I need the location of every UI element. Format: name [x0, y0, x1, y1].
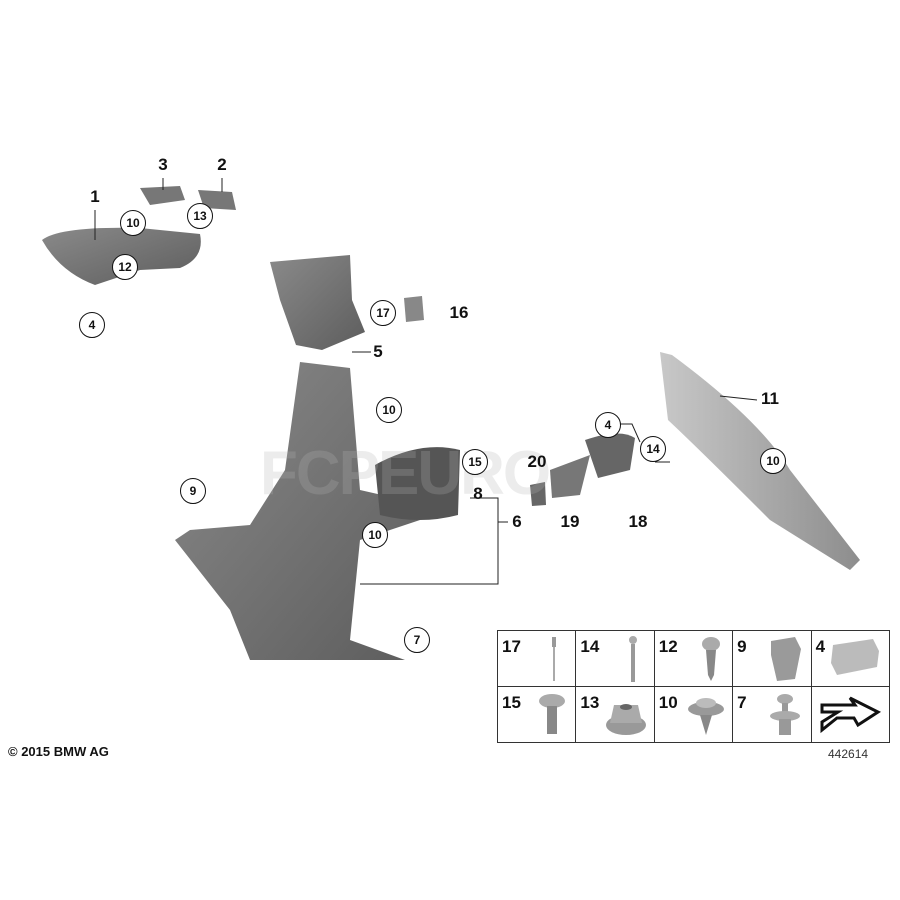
- callout-17: 17: [370, 300, 396, 326]
- label-part-6: 6: [512, 512, 522, 531]
- callout-10: 10: [362, 522, 388, 548]
- bolt-icon: [539, 694, 566, 734]
- callout-10: 10: [376, 397, 402, 423]
- legend-cell: 13: [575, 686, 655, 743]
- label-part-2: 2: [217, 155, 227, 174]
- nut-icon: [605, 704, 646, 735]
- callout-4: 4: [595, 412, 621, 438]
- callout-12: 12: [112, 254, 138, 280]
- screw-icon: [702, 637, 721, 681]
- fastener-legend: 17 14 12 9 4 15 13 10 7: [496, 630, 891, 743]
- legend-number: 17: [502, 637, 521, 656]
- callout-7: 7: [404, 627, 430, 653]
- label-part-3: 3: [158, 155, 168, 174]
- legend-cell: 17: [496, 630, 577, 687]
- legend-cell: 9: [732, 630, 812, 687]
- label-part-8: 8: [473, 484, 483, 503]
- part-5-pillar: [270, 255, 365, 350]
- legend-cell: 10: [653, 686, 734, 743]
- rivet-icon: [552, 637, 557, 681]
- legend-cell: 7: [732, 686, 812, 743]
- part-3-bracket: [140, 186, 185, 205]
- legend-number: 14: [580, 637, 600, 656]
- legend-cell: 14: [575, 630, 655, 687]
- legend-number: 9: [737, 637, 747, 656]
- label-part-5: 5: [373, 342, 383, 361]
- part-8-vent: [375, 447, 460, 520]
- label-part-1: 1: [90, 187, 100, 206]
- plug-icon: [831, 639, 879, 675]
- expansion-rivet-icon: [769, 694, 800, 735]
- screw-icon: [628, 636, 637, 682]
- callout-13: 13: [187, 203, 213, 229]
- legend-cell: 4: [810, 630, 891, 687]
- label-part-18: 18: [628, 512, 648, 531]
- watermark: FCPEURO: [260, 439, 551, 508]
- legend-number: 13: [580, 693, 600, 712]
- callout-4: 4: [79, 312, 105, 338]
- callout-10: 10: [760, 448, 786, 474]
- callout-9: 9: [180, 478, 206, 504]
- legend-number: 12: [658, 637, 678, 656]
- label-part-19: 19: [560, 512, 580, 531]
- callout-15: 15: [462, 449, 488, 475]
- reference-number: 442614: [828, 747, 869, 761]
- label-part-11: 11: [761, 389, 779, 408]
- push-clip-icon: [688, 698, 725, 735]
- label-part-20: 20: [527, 452, 547, 471]
- clip-icon: [770, 637, 801, 681]
- part-20-clip: [530, 482, 546, 506]
- callout-10: 10: [120, 210, 146, 236]
- part-16-sensor: [404, 296, 424, 322]
- part-19-bracket: [550, 455, 590, 498]
- legend-number: 4: [815, 637, 826, 656]
- legend-cell: 15: [496, 686, 577, 743]
- copyright: © 2015 BMW AG: [8, 744, 109, 759]
- part-18-cover: [585, 433, 635, 478]
- label-part-16: 16: [449, 303, 469, 322]
- legend-cell-arrow: [810, 686, 891, 743]
- callout-14: 14: [640, 436, 666, 462]
- legend-number: 15: [502, 693, 521, 712]
- legend-number: 10: [658, 693, 678, 712]
- part-lower-pillar: [175, 362, 420, 660]
- legend-cell: 12: [653, 630, 734, 687]
- legend-number: 7: [737, 693, 747, 712]
